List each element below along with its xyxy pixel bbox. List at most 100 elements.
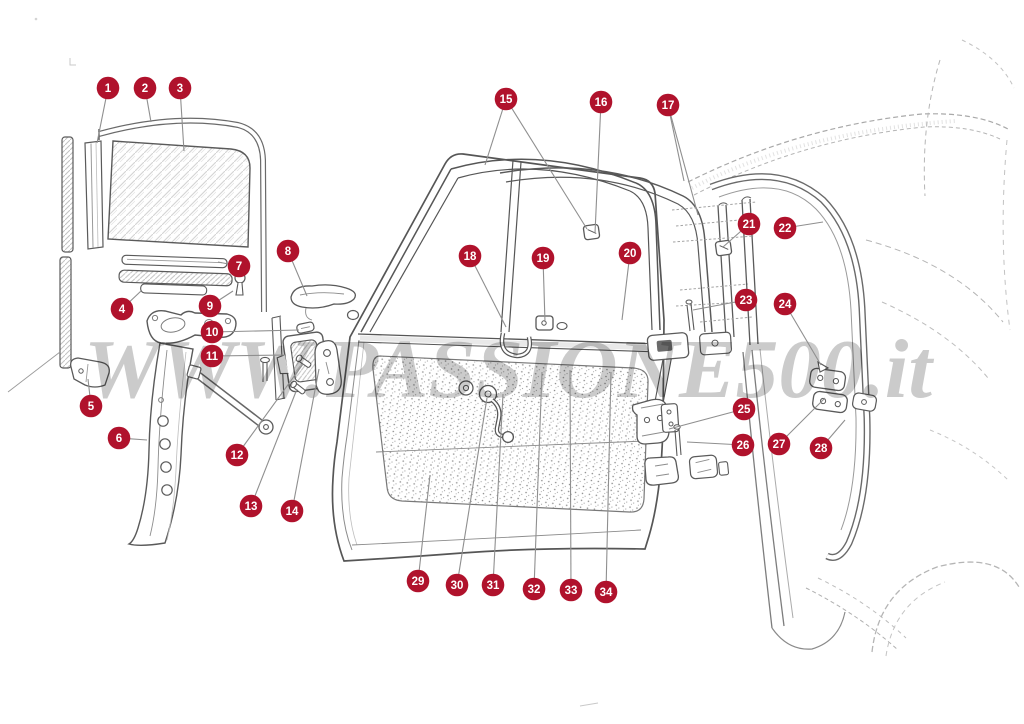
svg-text:2: 2	[142, 83, 148, 95]
callout-badge-28: 28	[809, 436, 833, 460]
callout-badge-16: 16	[589, 90, 613, 114]
glass-run-clip	[714, 239, 733, 257]
callout-badge-22: 22	[773, 216, 797, 240]
svg-text:9: 9	[207, 301, 213, 313]
callout-badge-29: 29	[406, 569, 430, 593]
leader-line-16	[594, 101, 602, 234]
car-body	[631, 39, 1020, 657]
callout-badge-20: 20	[618, 241, 642, 265]
leader-line-13	[250, 388, 298, 507]
callout-badge-2: 2	[133, 76, 157, 100]
door-assembly	[331, 153, 673, 562]
leader-line-14	[291, 368, 320, 512]
svg-text:22: 22	[779, 223, 792, 235]
svg-text:30: 30	[451, 580, 464, 592]
leader-line-25	[668, 408, 745, 430]
leader-line-32	[533, 371, 543, 590]
window-glass-assembly	[7, 117, 274, 546]
svg-text:31: 31	[487, 580, 500, 592]
callout-badge-26: 26	[731, 433, 755, 457]
glass-channel-strip	[121, 254, 228, 269]
svg-text:18: 18	[464, 251, 477, 263]
striker-plates	[646, 299, 733, 361]
callout-badge-6: 6	[107, 426, 131, 450]
leader-line-18	[469, 255, 507, 328]
svg-text:5: 5	[88, 401, 95, 413]
svg-text:33: 33	[565, 585, 578, 597]
callout-badge-17: 17	[656, 93, 680, 117]
callout-badge-27: 27	[767, 432, 791, 456]
leader-line-30	[456, 397, 488, 586]
svg-text:26: 26	[737, 440, 750, 452]
svg-text:19: 19	[537, 253, 550, 265]
svg-text:29: 29	[412, 576, 425, 588]
hinge-hardware-parts	[260, 284, 360, 401]
svg-text:3: 3	[177, 83, 183, 95]
door-hinge-cluster	[631, 398, 730, 486]
leader-line-31	[492, 393, 504, 586]
callout-badge-5: 5	[79, 394, 103, 418]
svg-text:27: 27	[773, 439, 786, 451]
svg-text:13: 13	[245, 501, 258, 513]
svg-text:6: 6	[116, 433, 122, 445]
callout-badge-23: 23	[734, 288, 758, 312]
callout-badge-18: 18	[458, 244, 482, 268]
callout-badge-25: 25	[732, 397, 756, 421]
svg-text:17: 17	[662, 100, 675, 112]
svg-text:34: 34	[600, 587, 613, 599]
svg-text:14: 14	[286, 506, 299, 518]
callout-badge-30: 30	[445, 573, 469, 597]
leader-line-10	[211, 329, 300, 333]
svg-text:12: 12	[231, 450, 244, 462]
svg-text:21: 21	[743, 219, 756, 231]
leader-line-15	[484, 98, 507, 166]
callout-badge-33: 33	[559, 578, 583, 602]
page-marks	[34, 17, 599, 707]
svg-text:10: 10	[206, 327, 219, 339]
callout-badge-32: 32	[522, 577, 546, 601]
callout-badge-34: 34	[594, 580, 618, 604]
svg-text:24: 24	[779, 299, 792, 311]
callout-badge-19: 19	[531, 246, 555, 270]
svg-text:32: 32	[528, 584, 541, 596]
callout-badge-4: 4	[110, 297, 134, 321]
callout-badge-8: 8	[276, 239, 300, 263]
callout-badge-12: 12	[225, 443, 249, 467]
callout-badge-14: 14	[280, 499, 304, 523]
svg-text:7: 7	[236, 261, 242, 273]
callout-badge-11: 11	[200, 344, 224, 368]
weatherstrip	[118, 269, 233, 296]
svg-text:20: 20	[624, 248, 637, 260]
leader-line-17	[667, 104, 685, 182]
callout-badge-21: 21	[737, 212, 761, 236]
callout-badge-7: 7	[227, 254, 251, 278]
callout-badge-1: 1	[96, 76, 120, 100]
callout-badge-3: 3	[168, 76, 192, 100]
svg-text:1: 1	[105, 83, 112, 95]
svg-text:11: 11	[206, 351, 219, 363]
leader-line-34	[605, 371, 612, 593]
svg-text:8: 8	[285, 246, 292, 258]
leader-line-11	[211, 354, 287, 357]
leader-line-24	[784, 303, 822, 366]
callout-badge-9: 9	[198, 294, 222, 318]
leader-line-33	[569, 369, 572, 591]
leader-line-12	[236, 363, 304, 456]
callout-badge-10: 10	[200, 320, 224, 344]
leader-line-29	[417, 474, 431, 582]
leader-line-15	[505, 98, 588, 230]
callout-badge-13: 13	[239, 494, 263, 518]
svg-text:15: 15	[500, 94, 513, 106]
svg-text:28: 28	[815, 443, 828, 455]
callout-badge-15: 15	[494, 87, 518, 111]
svg-text:16: 16	[595, 97, 608, 109]
leader-line-17	[667, 104, 699, 216]
callout-badge-24: 24	[773, 292, 797, 316]
watermark: WWW.PASSIONE500.it	[84, 323, 935, 416]
callout-badge-31: 31	[481, 573, 505, 597]
svg-text:4: 4	[119, 304, 126, 316]
svg-text:23: 23	[740, 295, 753, 307]
